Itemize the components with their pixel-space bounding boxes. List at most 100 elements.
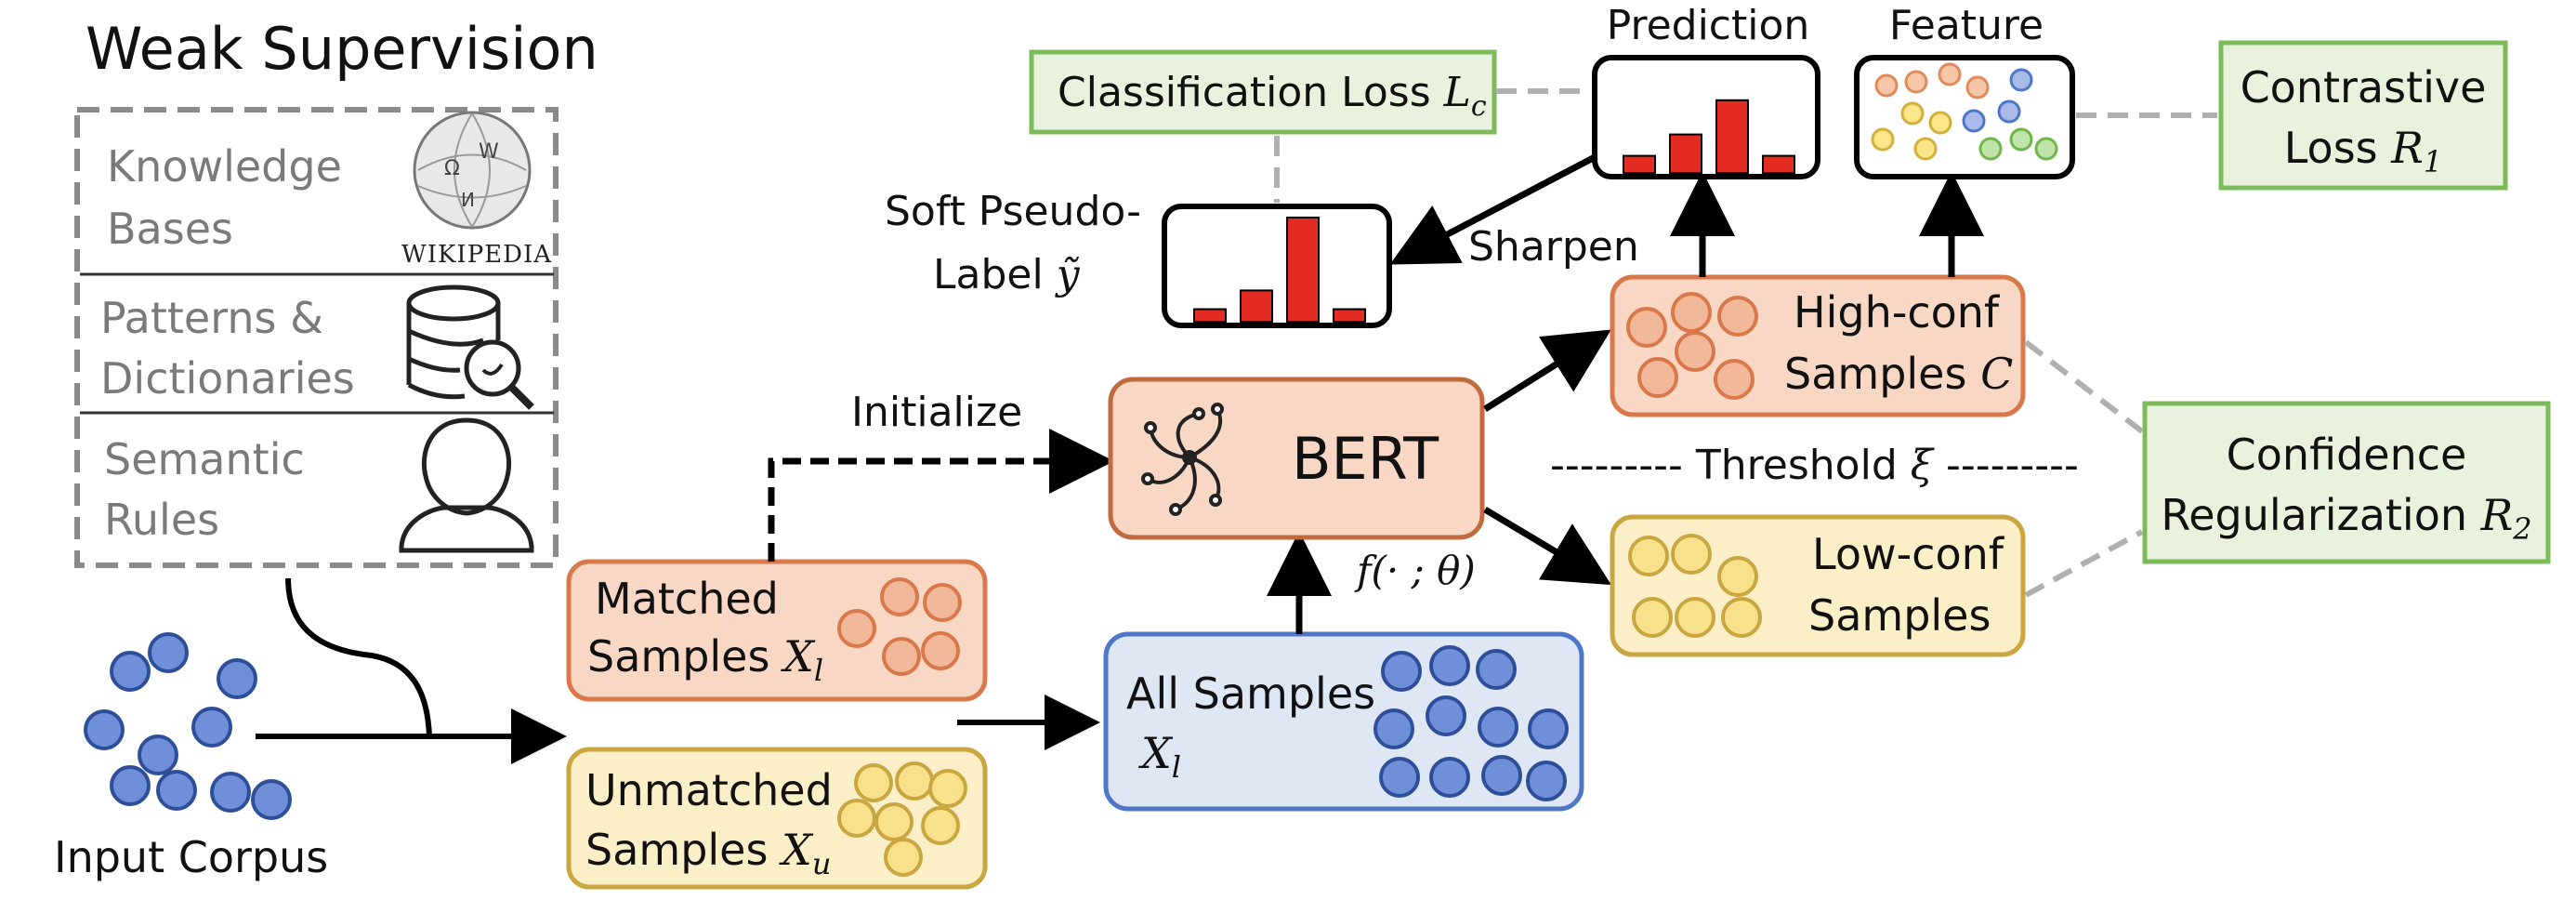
prediction-histogram [1623,99,1795,175]
high-conf-dot-4 [1675,331,1715,372]
low-conf-dots [1628,534,1762,638]
threshold-dashes-right: --------- [1946,442,2079,489]
low-conf-dot-3 [1717,556,1758,597]
unmatched-samples-word: Samples [585,825,768,875]
low-conf-line2: Samples [1808,590,1991,641]
pseudo-label-bar-2 [1240,289,1273,323]
contrastive-loss-box [2218,40,2508,191]
all-sample-dot-2 [1429,645,1470,686]
prediction-bar-2 [1669,133,1702,175]
all-samples-subscript: l [1172,749,1181,785]
low-conf-dot-6 [1721,597,1762,638]
classification-loss-box [1029,49,1497,135]
pseudo-label-histogram [1193,217,1366,323]
matched-samples-line1: Matched [595,574,779,624]
pseudo-label-box [1162,204,1392,328]
wikipedia-wordmark: WIKIPEDIA [401,241,552,269]
classification-loss-label: Classification Loss Lc [1058,69,1487,123]
matched-dot-3 [837,609,876,648]
matched-dot-4 [882,637,921,676]
patterns-line1: Patterns & [100,293,323,343]
bert-box [1108,377,1485,540]
high-conf-dot-3 [1717,296,1758,337]
all-sample-dot-7 [1528,708,1569,749]
soft-pseudo-line1: Soft Pseudo- [885,188,1141,235]
corpus-dot-8 [156,770,197,811]
unmatched-dot-6 [921,806,960,845]
soft-pseudo-symbol: ỹ [1055,251,1081,298]
corpus-dot-3 [217,658,257,699]
high-conf-line1: High-conf [1794,287,2001,338]
threshold-symbol: ξ [1911,442,1936,489]
sharpen-label: Sharpen [1468,223,1639,271]
database-search-icon [406,285,534,410]
patterns-line2: Dictionaries [100,353,355,404]
prediction-box [1592,55,1820,179]
soft-pseudo-word: Label [933,251,1044,298]
semantic-rules-line2: Rules [104,495,219,545]
confidence-reg-line1: Confidence [2227,430,2467,480]
all-samples-dots [1373,645,1569,801]
matched-dot-2 [923,583,962,622]
unmatched-samples-dots [837,761,967,877]
feature-title: Feature [1889,2,2044,49]
high-conf-reg-link [2024,339,2144,434]
matched-samples-symbol: X [781,631,816,682]
classification-loss-subscript: c [1471,90,1487,123]
matched-dot-5 [921,631,960,670]
all-sample-dot-5 [1426,695,1466,736]
input-corpus-dots [84,632,292,820]
unmatched-samples-line1: Unmatched [585,765,833,815]
all-sample-dot-11 [1526,761,1567,801]
input-corpus-label: Input Corpus [54,832,328,882]
svg-text:И: И [461,189,475,211]
matched-samples-line2: Samples Xl [587,631,823,688]
all-sample-dot-4 [1373,708,1414,749]
knowledge-bases-line2: Bases [107,204,233,254]
initialize-label: Initialize [851,389,1022,436]
unmatched-dot-7 [884,838,923,877]
low-conf-dot-4 [1632,597,1673,638]
high-conf-dot-1 [1626,307,1667,348]
pseudo-label-bar-3 [1286,217,1320,323]
corpus-dot-5 [138,735,178,775]
bert-to-high-conf-arrow [1483,329,1611,412]
sharpen-arrow [1389,152,1598,265]
weak-supervision-connector [285,577,432,737]
corpus-dot-7 [110,765,151,806]
contrastive-loss-symbol: R [2390,123,2424,173]
soft-pseudo-line2: Label ỹ [933,251,1081,298]
classification-loss-word: Classification Loss [1058,69,1431,116]
all-samples-symbol: X [1138,728,1174,778]
high-conf-dots [1626,292,1758,400]
contrastive-loss-subscript: 1 [2424,144,2442,179]
confidence-reg-word: Regularization [2161,490,2467,540]
high-conf-line2: Samples C [1784,349,2013,399]
confidence-regularization-box [2142,401,2551,564]
prediction-bar-1 [1623,154,1656,175]
svg-text:W: W [479,140,499,164]
matched-samples-subscript: l [814,653,823,688]
contrastive-loss-line2: Loss R1 [2284,123,2443,179]
high-conf-dot-2 [1671,292,1712,333]
high-conf-word: Samples [1784,349,1966,399]
svg-text:Ω: Ω [444,157,460,180]
all-sample-dot-3 [1476,649,1517,690]
unmatched-dot-5 [874,802,913,841]
confidence-reg-symbol: R [2480,490,2514,540]
corpus-dot-10 [251,779,292,820]
corpus-dot-4 [84,709,125,750]
pseudo-label-bar-1 [1193,308,1227,323]
corpus-dot-2 [148,632,189,673]
weak-supervision-title: Weak Supervision [85,15,598,83]
unmatched-dot-1 [854,763,893,802]
low-conf-dot-2 [1671,534,1712,575]
bert-swirl-icon [1141,403,1224,516]
prediction-bar-4 [1762,154,1795,175]
corpus-dot-9 [210,772,251,813]
low-conf-reg-link [2024,529,2144,598]
corpus-dot-6 [191,707,232,748]
matched-dot-1 [880,577,919,616]
